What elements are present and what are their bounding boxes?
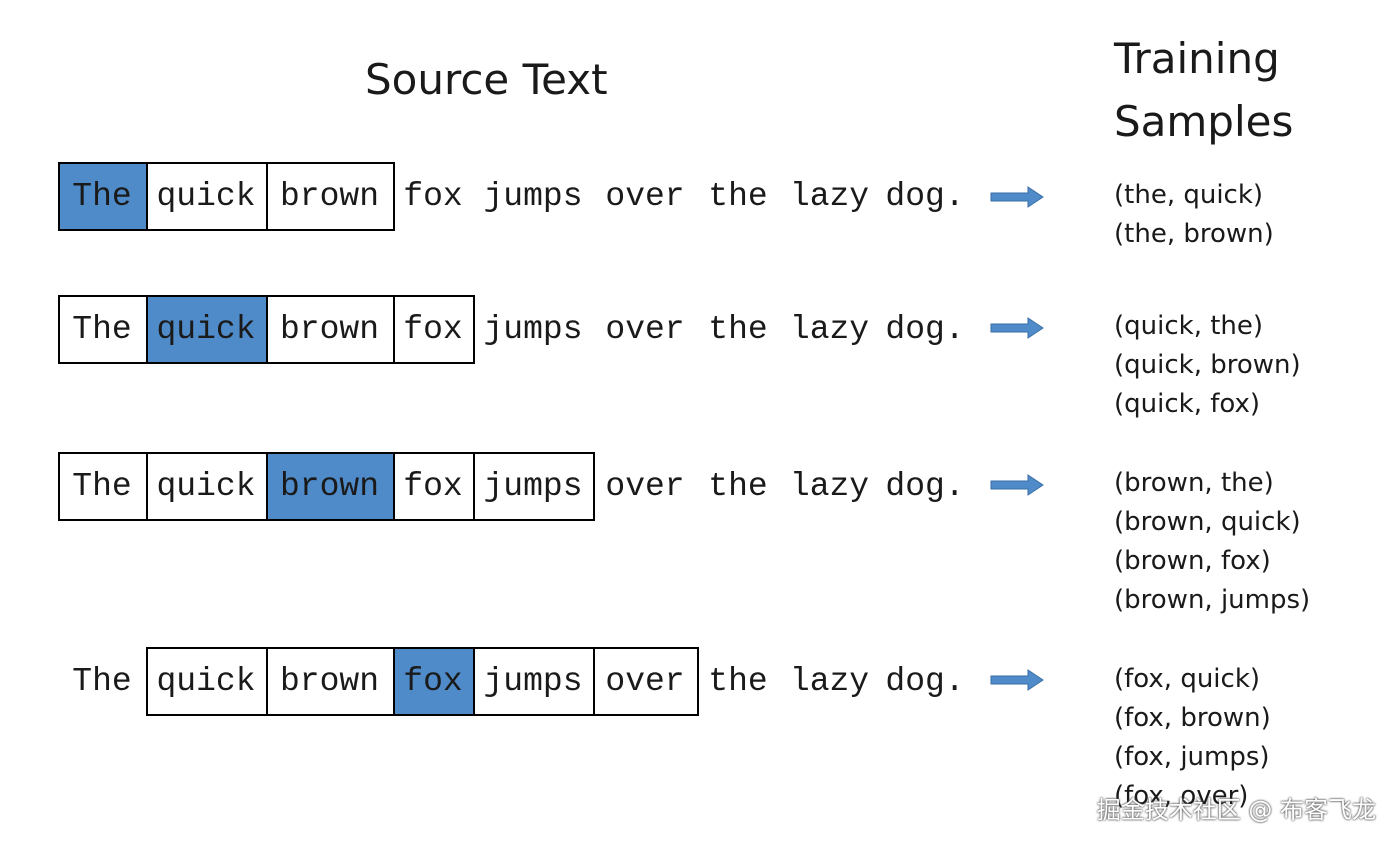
word: fox	[403, 468, 463, 505]
training-samples-list: (brown, the) (brown, quick) (brown, fox) (b…	[1114, 464, 1310, 620]
training-sample: (brown, the)	[1114, 468, 1274, 498]
training-sample: (fox, quick)	[1114, 664, 1261, 694]
word: dog.	[885, 311, 965, 348]
word: The	[72, 178, 132, 215]
training-sample: (the, brown)	[1114, 219, 1274, 249]
right-arrow-icon	[990, 474, 1044, 496]
word: quick	[156, 663, 256, 700]
training-samples-title-line2: Samples	[1114, 97, 1294, 146]
word: quick	[156, 311, 256, 348]
training-sample: (fox, over)	[1114, 781, 1249, 811]
training-samples-list: (the, quick) (the, brown)	[1114, 176, 1274, 254]
word: jumps	[483, 468, 583, 505]
training-sample: (brown, jumps)	[1114, 585, 1311, 615]
word: lazy	[789, 468, 870, 505]
source-text-title: Source Text	[365, 55, 608, 104]
right-arrow-icon	[990, 317, 1044, 339]
watermark: 掘金技术社区 @ 布客飞龙	[1096, 796, 1376, 824]
word: over	[605, 178, 685, 215]
word: The	[72, 311, 132, 348]
word: quick	[156, 468, 256, 505]
word: over	[605, 311, 685, 348]
word: quick	[156, 178, 256, 215]
training-sample: (brown, quick)	[1114, 507, 1301, 537]
word: The	[72, 468, 132, 505]
context-word-box	[593, 647, 699, 716]
training-samples-list: (fox, quick) (fox, brown) (fox, jumps) (fox…	[1114, 660, 1271, 816]
word: jumps	[483, 178, 583, 215]
center-word-box	[58, 162, 148, 231]
training-sample: (the, quick)	[1114, 180, 1264, 210]
training-sample: (quick, fox)	[1114, 389, 1261, 419]
word: The	[72, 663, 132, 700]
word: the	[708, 663, 768, 700]
context-word-box	[393, 295, 475, 364]
training-sample: (fox, brown)	[1114, 703, 1271, 733]
word: lazy	[789, 178, 870, 215]
word: brown	[279, 311, 380, 348]
training-sample: (fox, jumps)	[1114, 742, 1270, 772]
word: over	[605, 468, 685, 505]
training-samples-list: (quick, the) (quick, brown) (quick, fox)	[1114, 307, 1301, 424]
word: brown	[279, 468, 380, 505]
training-samples-title: Training Samples	[1114, 27, 1293, 153]
word: brown	[279, 178, 380, 215]
center-word-box	[393, 647, 475, 716]
context-word-box	[473, 452, 595, 521]
word: jumps	[483, 311, 583, 348]
word: lazy	[789, 311, 870, 348]
word: the	[708, 468, 768, 505]
context-word-box	[266, 162, 395, 231]
word: dog.	[885, 468, 965, 505]
right-arrow-icon	[990, 186, 1044, 208]
word: fox	[403, 311, 463, 348]
word: dog.	[885, 178, 965, 215]
word: fox	[403, 178, 463, 215]
center-word-box	[266, 452, 395, 521]
training-samples-title-line1: Training	[1114, 34, 1280, 83]
word: the	[708, 311, 768, 348]
word: lazy	[789, 663, 870, 700]
word: jumps	[483, 663, 583, 700]
word: the	[708, 178, 768, 215]
training-sample: (quick, the)	[1114, 311, 1264, 341]
training-sample: (quick, brown)	[1114, 350, 1301, 380]
word: dog.	[885, 663, 965, 700]
word: over	[605, 663, 685, 700]
word: brown	[279, 663, 380, 700]
training-sample: (brown, fox)	[1114, 546, 1271, 576]
right-arrow-icon	[990, 669, 1044, 691]
word: fox	[403, 663, 463, 700]
